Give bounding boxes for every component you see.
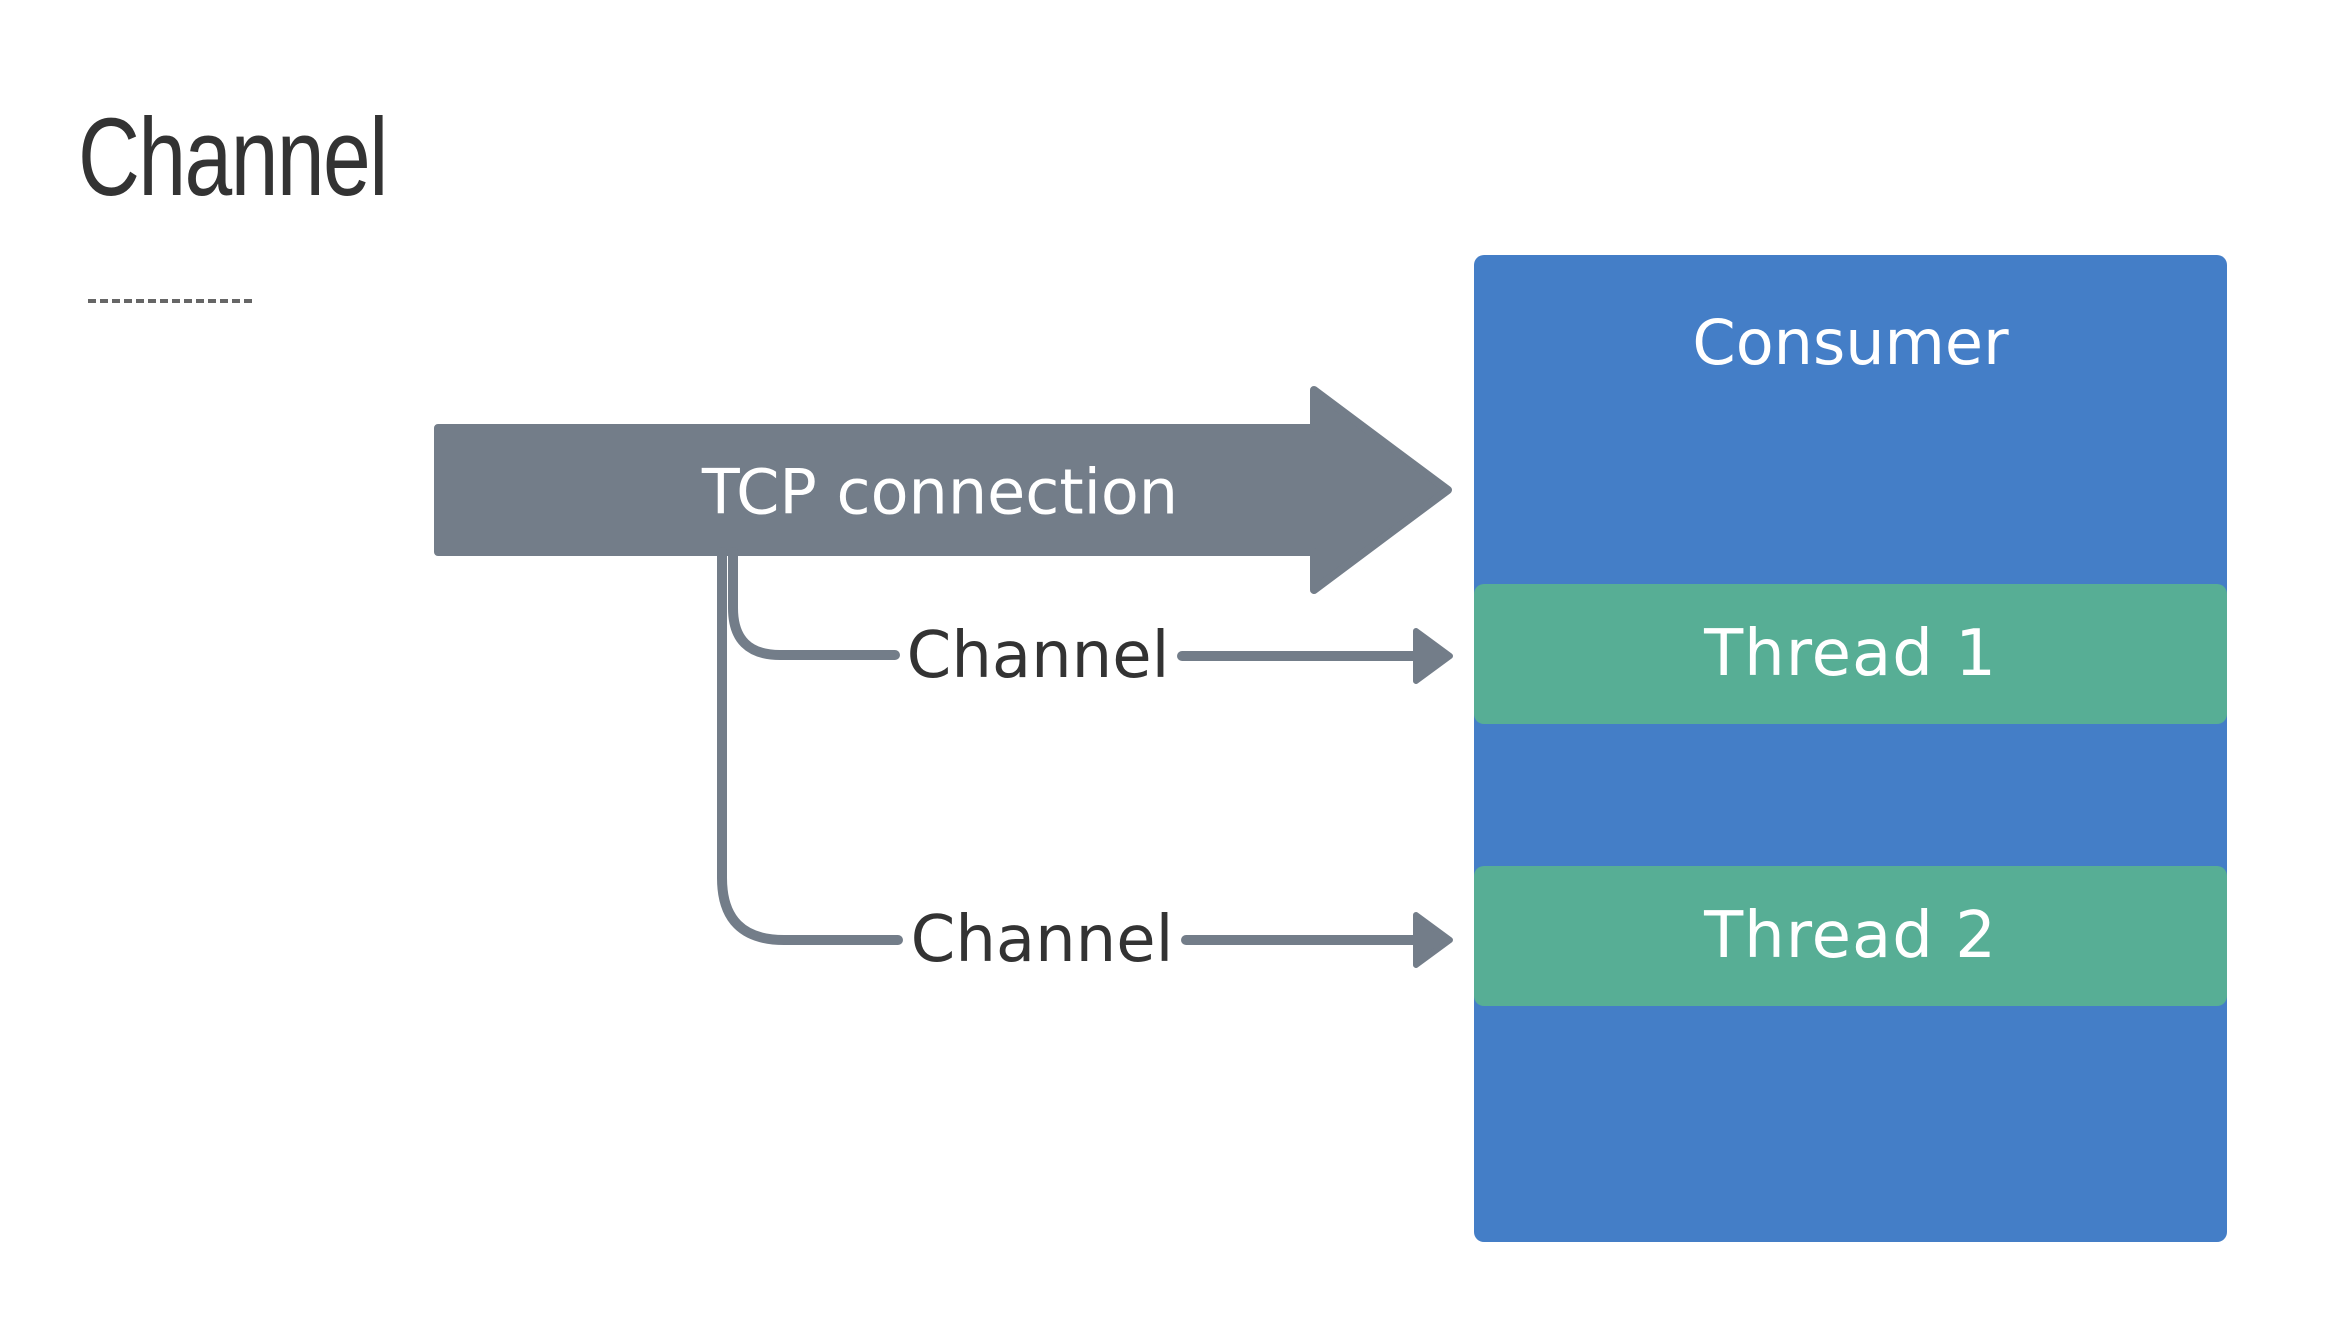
channel-2-connector xyxy=(717,547,903,945)
thread-2-box: Thread 2 xyxy=(1474,866,2227,1006)
slide-title: Channel xyxy=(78,96,388,219)
thread-1-label: Thread 1 xyxy=(1704,617,1997,691)
thread-1-box: Thread 1 xyxy=(1474,584,2227,724)
consumer-box xyxy=(1474,255,2227,1242)
channel-1-label: Channel xyxy=(907,619,1170,693)
channel-1-arrowhead xyxy=(1413,628,1453,684)
channel-2-arrowhead xyxy=(1413,912,1453,968)
channel-2-label: Channel xyxy=(911,903,1174,977)
thread-2-label: Thread 2 xyxy=(1704,899,1997,973)
tcp-connection-arrow xyxy=(434,386,1452,594)
title-underline xyxy=(88,299,252,303)
channel-1-connector xyxy=(728,547,900,660)
tcp-connection-label: TCP connection xyxy=(701,456,1178,529)
consumer-label: Consumer xyxy=(1692,306,2009,379)
